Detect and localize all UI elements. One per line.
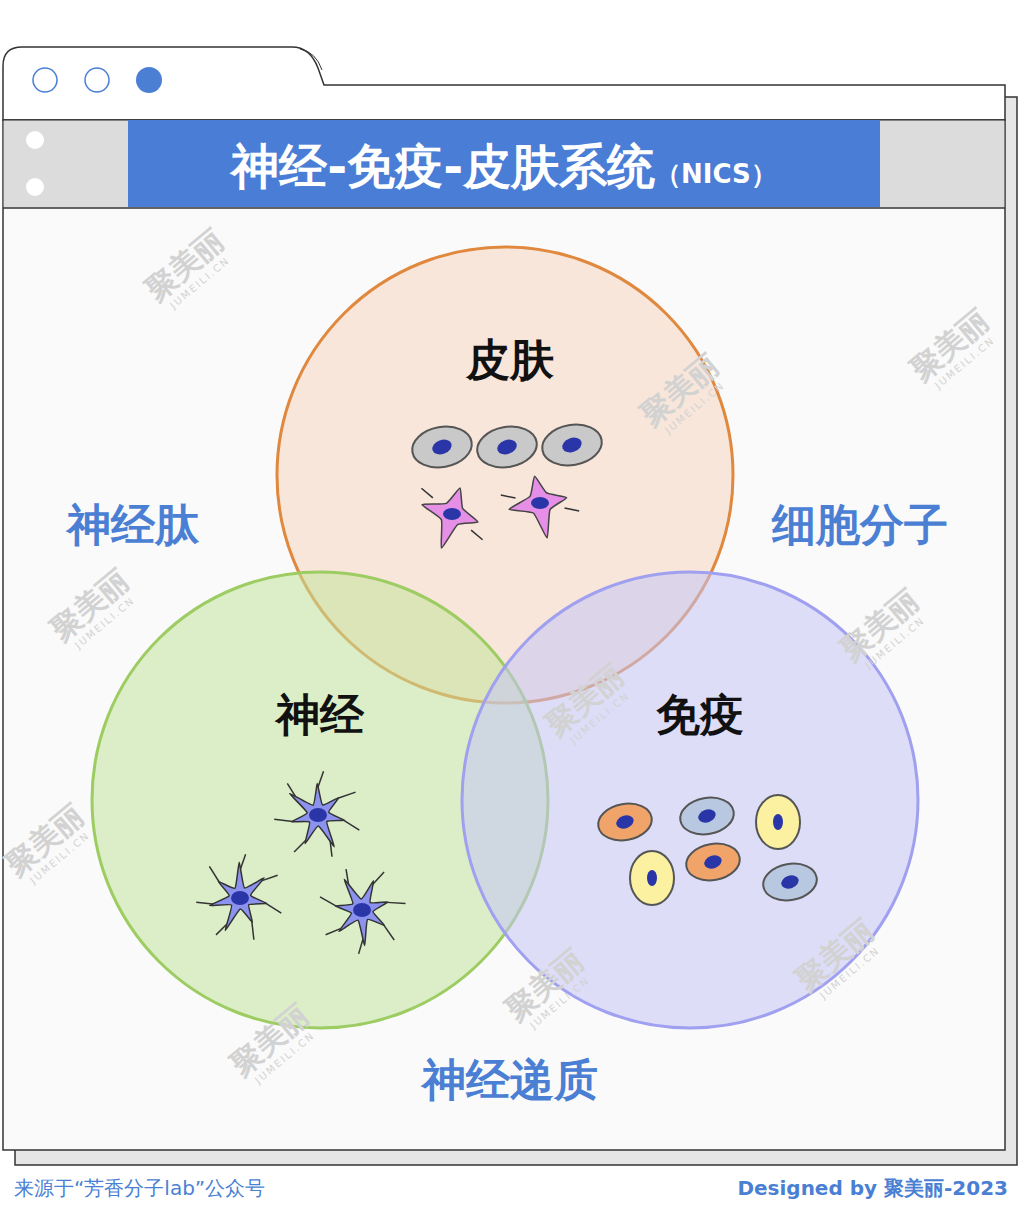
window-dot [33,68,57,92]
cell-nucleus [773,814,783,830]
cell-figure [539,420,605,470]
dendrite [209,866,219,882]
dendrite [320,897,336,906]
title-text: 神经-免疫-皮肤系统 [231,138,655,196]
cell-figure [760,860,819,905]
cell-body [756,795,800,849]
label-anchor: 细胞分子 [772,499,948,552]
neuron-body [209,862,266,930]
cell-body [595,800,654,845]
cell-nucleus [531,497,549,509]
window-dot [136,67,162,93]
cell-body [683,840,742,885]
cell-nucleus [443,508,461,520]
window-tab [3,47,1005,120]
cell-body [677,794,736,839]
cell-process [471,530,482,540]
cell-figure [474,422,540,472]
dendrite [338,792,356,798]
window-dot [85,68,109,92]
cell-nucleus [647,870,657,886]
cell-figure [320,869,406,954]
dendrite [274,819,293,821]
label-anchor: 来源于“芳香分子lab”公众号 [14,1176,265,1200]
dendrite [387,902,406,903]
cell-process [421,488,432,498]
cell-body [539,420,605,470]
cell-figure [274,771,359,856]
cell-body [422,488,478,548]
title-rule [3,207,1005,209]
dendrite [265,903,281,913]
dendrite [343,820,359,830]
cell-figure [409,422,475,472]
cell-nucleus [560,435,584,455]
side-dot [26,131,44,149]
cell-figure [196,854,281,939]
cell-figure [683,840,742,885]
window-body [3,120,1005,1150]
cell-nucleus [309,808,327,822]
side-dot [26,178,44,196]
credit-note: Designed by 聚美丽-2023 [737,1176,1008,1200]
cell-nucleus [702,853,723,871]
cell-body [409,422,475,472]
title-bar [128,120,880,207]
cell-body [630,851,674,905]
label-anchor: 神经递质 [422,1054,598,1107]
cell-figure [421,488,482,548]
cell-body [474,422,540,472]
relation-label: 神经递质 [422,1054,598,1107]
dendrite [383,925,394,940]
cell-figure [677,794,736,839]
cell-figure [756,795,800,849]
relation-label: 细胞分子 [772,499,948,552]
cell-nucleus [353,903,371,917]
cell-figure [595,800,654,845]
label-anchor: 神经肽 [67,499,199,552]
cell-nucleus [779,873,800,891]
dendrite [252,921,254,940]
neuron-body [335,879,388,946]
cell-nucleus [495,437,519,457]
title-abbreviation: （NICS） [655,159,777,190]
title-row: 神经-免疫-皮肤系统（NICS） [128,120,880,207]
source-note: 来源于“芳香分子lab”公众号 [14,1176,265,1200]
circle-label: 神经 [90,689,550,742]
cell-nucleus [231,891,249,905]
cell-nucleus [696,807,717,825]
cell-nucleus [430,437,454,457]
cell-nucleus [614,813,635,831]
cell-figure [501,476,579,538]
cell-process [501,495,516,498]
cell-figure [630,851,674,905]
tab-shadow [300,49,322,70]
cell-body [509,476,566,538]
neuron-body [290,784,345,847]
relation-label: 神经肽 [67,499,199,552]
cell-body [760,860,819,905]
cell-process [565,508,580,511]
label-anchor: Designed by 聚美丽-2023 [737,1176,1008,1200]
title-band [4,121,1005,208]
